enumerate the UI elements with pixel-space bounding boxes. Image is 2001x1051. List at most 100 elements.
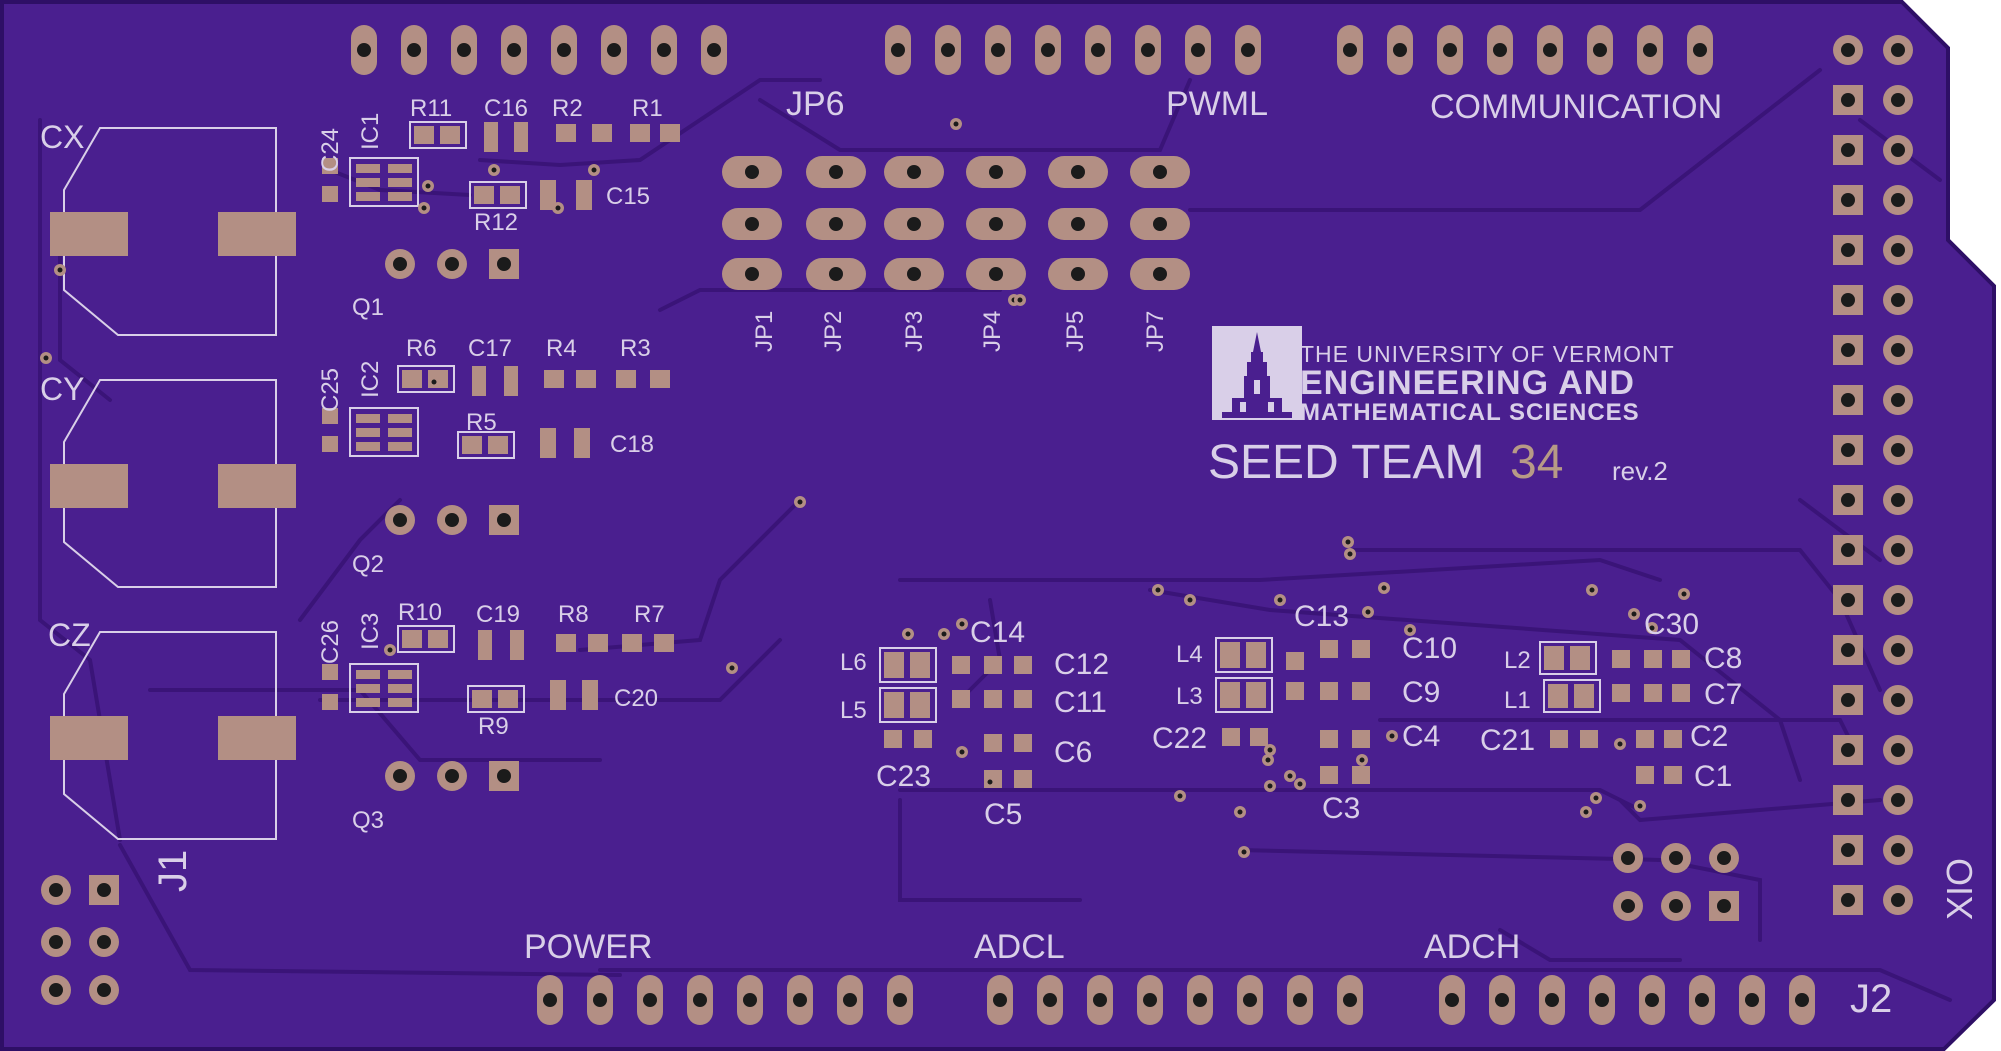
pin-hole	[707, 43, 721, 57]
header-j1-pins	[41, 875, 119, 1005]
smd-pad	[952, 690, 970, 708]
pin-hole	[907, 267, 921, 281]
sensor-outline	[63, 379, 277, 588]
smd-pad	[1320, 766, 1338, 784]
label-c18: C18	[610, 431, 654, 458]
label-r7: R7	[634, 601, 665, 628]
pin-hole	[1841, 643, 1855, 657]
pin-hole	[1841, 743, 1855, 757]
smd-pad	[488, 436, 508, 454]
pin-hole	[97, 983, 111, 997]
smd-pad	[478, 630, 492, 660]
silk-box	[879, 647, 937, 683]
header-adch-pins	[1439, 975, 1815, 1025]
sensor-footprints	[50, 127, 296, 840]
via-hole	[1345, 539, 1351, 545]
label-c20: C20	[614, 685, 658, 712]
via-hole	[1347, 551, 1353, 557]
sensor-outline	[63, 127, 277, 336]
pin-hole	[1745, 993, 1759, 1007]
pin-hole	[1891, 843, 1905, 857]
pin-hole	[1841, 493, 1855, 507]
smd-pad	[388, 442, 412, 451]
pin-hole	[1495, 993, 1509, 1007]
via-hole	[1017, 297, 1023, 303]
pin-hole	[457, 43, 471, 57]
smd-pad	[388, 164, 412, 173]
label-c13: C13	[1294, 600, 1349, 633]
via-hole	[905, 631, 911, 637]
pin-hole	[907, 165, 921, 179]
via-hole	[1265, 757, 1271, 763]
smd-pad	[622, 634, 642, 652]
smd-pad	[576, 370, 596, 388]
pin-hole	[557, 43, 571, 57]
smd-pad	[984, 734, 1002, 752]
pin-hole	[693, 993, 707, 1007]
label-jp4: JP4	[979, 311, 1006, 352]
smd-pad	[322, 436, 338, 452]
smd-pad	[1320, 682, 1338, 700]
label-ic2: IC2	[357, 361, 384, 398]
smd-pad	[462, 436, 482, 454]
smd-pad	[1246, 642, 1266, 668]
pin-hole	[1841, 243, 1855, 257]
pin-hole	[1891, 593, 1905, 607]
vias	[40, 118, 1690, 858]
logo-line2: ENGINEERING AND	[1300, 364, 1635, 402]
label-l2: L2	[1504, 647, 1531, 674]
smd-pad	[356, 428, 380, 437]
pin-hole	[1695, 993, 1709, 1007]
pin-hole	[745, 217, 759, 231]
smd-pad	[1222, 728, 1240, 746]
pin-hole	[829, 217, 843, 231]
sensor-pad	[218, 716, 296, 760]
label-r12: R12	[474, 209, 518, 236]
pin-hole	[445, 257, 459, 271]
smd-pad	[616, 370, 636, 388]
sensor-pad	[218, 464, 296, 508]
via-hole	[1277, 597, 1283, 603]
smd-pad	[514, 122, 528, 152]
pin-hole	[97, 935, 111, 949]
pin-hole	[407, 43, 421, 57]
label-r8: R8	[558, 601, 589, 628]
via-hole	[57, 267, 63, 273]
smd-pad	[1014, 770, 1032, 788]
label-l6: L6	[840, 649, 867, 676]
smd-pad	[504, 366, 518, 396]
via-hole	[421, 205, 427, 211]
via-hole	[959, 749, 965, 755]
smd-pad	[1550, 730, 1568, 748]
pin-hole	[1841, 893, 1855, 907]
pin-hole	[1153, 165, 1167, 179]
via-hole	[491, 167, 497, 173]
label-xio: XIO	[1939, 858, 1980, 920]
revision-label: rev.2	[1612, 456, 1668, 486]
smd-pad	[356, 164, 380, 173]
smd-pad	[1570, 646, 1590, 670]
label-jp2: JP2	[820, 311, 847, 352]
uvm-logo: THE UNIVERSITY OF VERMONT ENGINEERING AN…	[1212, 326, 1674, 426]
smd-pad	[1352, 730, 1370, 748]
smd-pad	[1320, 640, 1338, 658]
label-q1: Q1	[352, 294, 384, 321]
pin-hole	[1293, 993, 1307, 1007]
label-c14: C14	[970, 616, 1025, 649]
label-l3: L3	[1176, 683, 1203, 710]
via-hole	[1407, 627, 1413, 633]
pin-hole	[1891, 343, 1905, 357]
smd-pad	[356, 414, 380, 423]
label-ic1: IC1	[357, 113, 384, 150]
pin-hole	[393, 769, 407, 783]
pin-hole	[941, 43, 955, 57]
pin-hole	[1841, 543, 1855, 557]
smd-pad	[402, 630, 422, 648]
label-c25: C25	[317, 368, 344, 412]
jumper-block	[722, 156, 1190, 290]
pin-hole	[1891, 793, 1905, 807]
pin-hole	[1143, 993, 1157, 1007]
smd-pad	[1014, 690, 1032, 708]
smd-pad	[1644, 684, 1662, 702]
tower-icon	[1222, 332, 1292, 418]
